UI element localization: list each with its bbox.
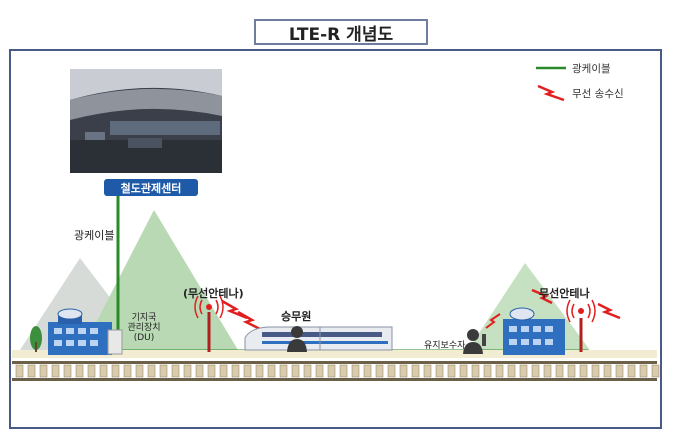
maintenance-label: 유지보수자 — [424, 341, 466, 351]
antenna-left-label: (무선안테나) — [183, 287, 244, 300]
track-sleeper — [447, 364, 456, 378]
track-sleeper — [219, 364, 228, 378]
wireless-signal-train — [237, 310, 263, 332]
track-sleeper — [63, 364, 72, 378]
track-sleeper — [207, 364, 216, 378]
diagram-title: LTE-R 개념도 — [254, 19, 428, 45]
track-sleeper — [135, 364, 144, 378]
track-sleeper — [651, 364, 660, 378]
wireless-signal-right-a — [531, 288, 553, 305]
track-sleeper — [123, 364, 132, 378]
legend-wireless-label: 무선 송수신 — [572, 88, 624, 100]
track-sleeper — [399, 364, 408, 378]
track-sleeper — [99, 364, 108, 378]
crew-label: 승무원 — [281, 310, 312, 323]
track-sleeper — [375, 364, 384, 378]
track-sleeper — [483, 364, 492, 378]
track-sleeper — [291, 364, 300, 378]
track-sleeper — [603, 364, 612, 378]
du-label: 기지국 관리장치 (DU) — [127, 313, 161, 343]
track-sleeper — [279, 364, 288, 378]
wireless-signal-maintenance — [485, 313, 501, 329]
track-sleeper — [579, 364, 588, 378]
du-label-line2: 관리장치 — [127, 323, 161, 333]
track-sleeper — [303, 364, 312, 378]
track-sleeper — [627, 364, 636, 378]
track-sleeper — [195, 364, 204, 378]
track-sleeper — [459, 364, 468, 378]
track-sleeper — [171, 364, 180, 378]
track-sleeper — [231, 364, 240, 378]
station-building-left — [30, 308, 123, 355]
du-label-line1: 기지국 — [131, 313, 157, 323]
track-sleeper — [639, 364, 648, 378]
fiber-cable-label: 광케이블 — [74, 229, 115, 242]
diagram-frame — [9, 49, 662, 429]
track-sleeper — [471, 364, 480, 378]
mountain-green-left — [82, 210, 238, 350]
antenna-right-icon — [566, 299, 596, 352]
track-sleeper — [519, 364, 528, 378]
track-sleeper — [591, 364, 600, 378]
antenna-left-icon — [194, 295, 224, 352]
wireless-signal-right-b — [597, 302, 621, 320]
track-sleeper — [39, 364, 48, 378]
control-center-badge: 철도관제센터 — [104, 179, 198, 196]
track-sleeper — [495, 364, 504, 378]
track-sleeper — [435, 364, 444, 378]
track-sleeper — [543, 364, 552, 378]
track-sleeper — [531, 364, 540, 378]
track-sleeper — [111, 364, 120, 378]
station-building-right — [503, 307, 565, 355]
track-sleeper — [567, 364, 576, 378]
track-sleeper — [387, 364, 396, 378]
crew-person-icon — [287, 326, 307, 352]
track-sleeper — [51, 364, 60, 378]
track-sleeper — [615, 364, 624, 378]
track-sleeper — [87, 364, 96, 378]
track-sleeper — [411, 364, 420, 378]
track-sleeper — [159, 364, 168, 378]
track-sleeper — [243, 364, 252, 378]
maintenance-person-icon — [463, 329, 486, 354]
track-sleeper — [315, 364, 324, 378]
train-icon — [244, 326, 393, 351]
track-sleeper — [363, 364, 372, 378]
legend-wireless-icon — [537, 84, 565, 102]
ground-strip — [12, 350, 657, 358]
antenna-right-label: 무선안테나 — [539, 287, 590, 300]
track-sleeper — [147, 364, 156, 378]
track-sleeper — [15, 364, 24, 378]
track-sleeper — [267, 364, 276, 378]
track-sleeper — [327, 364, 336, 378]
track-sleeper — [555, 364, 564, 378]
control-center-photo — [70, 69, 222, 173]
track-sleeper — [339, 364, 348, 378]
track-sleeper — [75, 364, 84, 378]
track-sleeper — [255, 364, 264, 378]
track-sleeper — [183, 364, 192, 378]
legend-fiber-label: 광케이블 — [572, 63, 611, 75]
track-sleeper — [351, 364, 360, 378]
wireless-signal-left — [221, 299, 248, 320]
track-sleeper — [27, 364, 36, 378]
railway-track — [12, 361, 660, 381]
track-sleeper — [423, 364, 432, 378]
du-label-line3: (DU) — [133, 333, 155, 343]
track-sleeper — [507, 364, 516, 378]
